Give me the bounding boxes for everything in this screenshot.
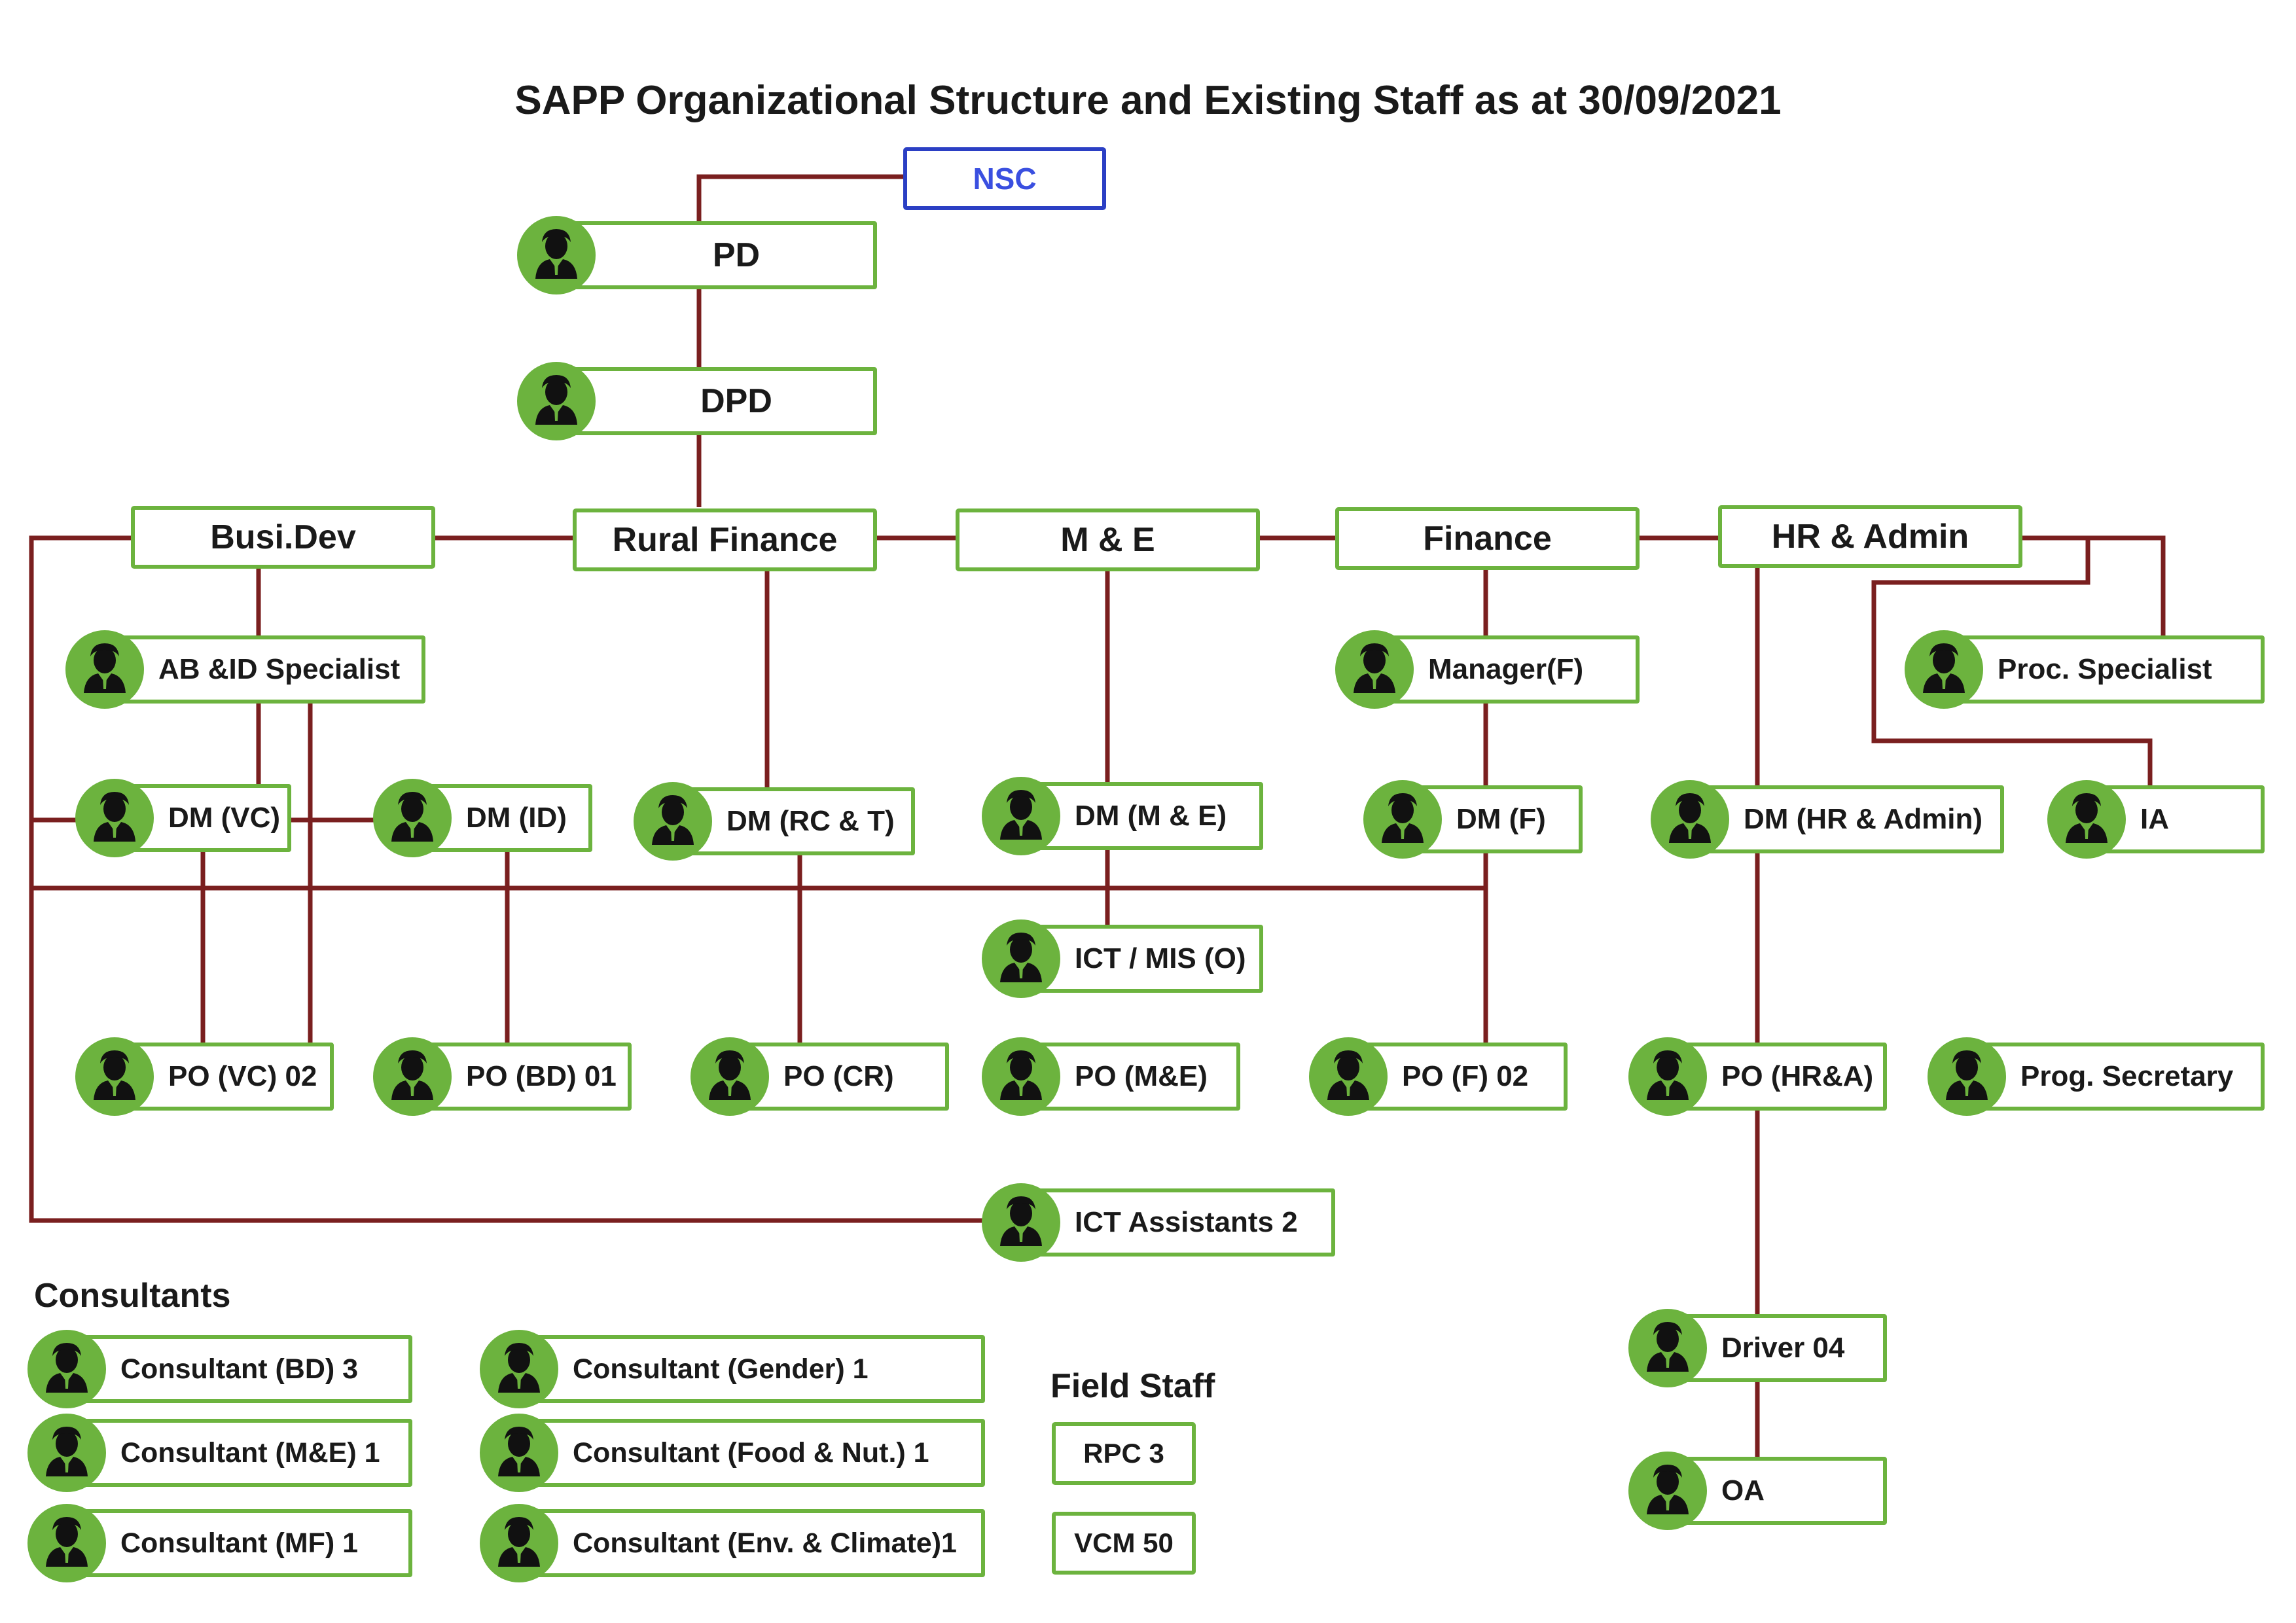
person-icon (1363, 780, 1442, 859)
node-dm-m-e[interactable]: DM (M & E) (982, 777, 1263, 855)
node-prog-secretary[interactable]: Prog. Secretary (1928, 1037, 2265, 1116)
node-ict-mis[interactable]: ICT / MIS (O) (982, 919, 1263, 998)
dept-busi-dev[interactable]: Busi.Dev (131, 506, 435, 569)
person-icon (65, 630, 144, 709)
person-icon (982, 777, 1060, 855)
node-dm-id[interactable]: DM (ID) (373, 779, 592, 857)
person-icon (75, 1037, 154, 1116)
node-consultants-items-4[interactable]: Consultant (Food & Nut.) 1 (480, 1414, 985, 1492)
node-label: Consultant (MF) 1 (67, 1509, 412, 1577)
node-nsc[interactable]: NSC (903, 147, 1106, 210)
person-icon (982, 1037, 1060, 1116)
field-staff-heading: Field Staff (1050, 1367, 1215, 1405)
person-icon (480, 1330, 558, 1408)
node-po-bd[interactable]: PO (BD) 01 (373, 1037, 632, 1116)
node-ict-assistants[interactable]: ICT Assistants 2 (982, 1183, 1335, 1262)
node-dm-rc-t[interactable]: DM (RC & T) (634, 782, 915, 861)
node-po-cr[interactable]: PO (CR) (691, 1037, 949, 1116)
person-icon (1628, 1037, 1707, 1116)
person-icon (2047, 780, 2126, 859)
node-pd[interactable]: PD (517, 216, 877, 294)
node-label: DM (RC & T) (673, 787, 915, 855)
node-consultants-items-2[interactable]: Consultant (MF) 1 (27, 1504, 412, 1582)
node-pd-label: PD (556, 221, 877, 289)
node-ab-id-specialist[interactable]: AB &ID Specialist (65, 630, 425, 709)
node-manager-f[interactable]: Manager(F) (1335, 630, 1640, 709)
person-icon (373, 1037, 452, 1116)
node-label: Consultant (Food & Nut.) 1 (519, 1419, 985, 1487)
node-label: Proc. Specialist (1944, 635, 2265, 704)
person-icon (480, 1504, 558, 1582)
person-icon (1309, 1037, 1388, 1116)
node-oa[interactable]: OA (1628, 1452, 1887, 1530)
person-icon (1628, 1309, 1707, 1387)
node-label: Consultant (Env. & Climate)1 (519, 1509, 985, 1577)
node-label: DM (M & E) (1021, 782, 1263, 850)
node-label: ICT / MIS (O) (1021, 925, 1263, 993)
person-icon (373, 779, 452, 857)
person-icon (691, 1037, 769, 1116)
person-icon (1905, 630, 1983, 709)
person-icon (1928, 1037, 2006, 1116)
node-label: Prog. Secretary (1967, 1043, 2265, 1111)
person-icon (1628, 1452, 1707, 1530)
node-po-vc[interactable]: PO (VC) 02 (75, 1037, 334, 1116)
dept-hr-admin[interactable]: HR & Admin (1718, 505, 2022, 568)
node-driver[interactable]: Driver 04 (1628, 1309, 1887, 1387)
node-consultants-items-0[interactable]: Consultant (BD) 3 (27, 1330, 412, 1408)
node-label: OA (1668, 1457, 1887, 1525)
person-icon (1335, 630, 1414, 709)
node-ia[interactable]: IA (2047, 780, 2265, 859)
person-icon (27, 1504, 106, 1582)
dept-m-and-e[interactable]: M & E (956, 508, 1260, 571)
node-label: PO (VC) 02 (115, 1043, 334, 1111)
node-label: PO (HR&A) (1668, 1043, 1887, 1111)
field-staff-rpc[interactable]: RPC 3 (1052, 1422, 1196, 1485)
node-po-me[interactable]: PO (M&E) (982, 1037, 1240, 1116)
person-icon (480, 1414, 558, 1492)
node-label: DM (HR & Admin) (1690, 785, 2004, 853)
page-title: SAPP Organizational Structure and Existi… (514, 78, 1782, 123)
node-label: Consultant (BD) 3 (67, 1335, 412, 1403)
node-label: ICT Assistants 2 (1021, 1188, 1335, 1257)
person-icon (27, 1330, 106, 1408)
node-label: Consultant (Gender) 1 (519, 1335, 985, 1403)
person-icon (517, 216, 596, 294)
node-label: Consultant (M&E) 1 (67, 1419, 412, 1487)
person-icon (634, 782, 712, 861)
node-dm-hr-admin[interactable]: DM (HR & Admin) (1651, 780, 2004, 859)
person-icon (982, 919, 1060, 998)
dept-finance[interactable]: Finance (1335, 507, 1640, 570)
node-dm-f[interactable]: DM (F) (1363, 780, 1583, 859)
node-po-hra[interactable]: PO (HR&A) (1628, 1037, 1887, 1116)
node-label: Manager(F) (1374, 635, 1640, 704)
node-dpd[interactable]: DPD (517, 362, 877, 440)
person-icon (27, 1414, 106, 1492)
person-icon (982, 1183, 1060, 1262)
node-consultants-items-5[interactable]: Consultant (Env. & Climate)1 (480, 1504, 985, 1582)
node-po-f[interactable]: PO (F) 02 (1309, 1037, 1568, 1116)
node-dm-vc[interactable]: DM (VC) (75, 779, 291, 857)
node-consultants-items-3[interactable]: Consultant (Gender) 1 (480, 1330, 985, 1408)
node-label: AB &ID Specialist (105, 635, 425, 704)
person-icon (517, 362, 596, 440)
node-proc-specialist[interactable]: Proc. Specialist (1905, 630, 2265, 709)
person-icon (75, 779, 154, 857)
field-staff-vcm[interactable]: VCM 50 (1052, 1512, 1196, 1575)
consultants-heading: Consultants (34, 1277, 231, 1315)
node-dpd-label: DPD (556, 367, 877, 435)
node-consultants-items-1[interactable]: Consultant (M&E) 1 (27, 1414, 412, 1492)
dept-rural-finance[interactable]: Rural Finance (573, 508, 877, 571)
person-icon (1651, 780, 1729, 859)
